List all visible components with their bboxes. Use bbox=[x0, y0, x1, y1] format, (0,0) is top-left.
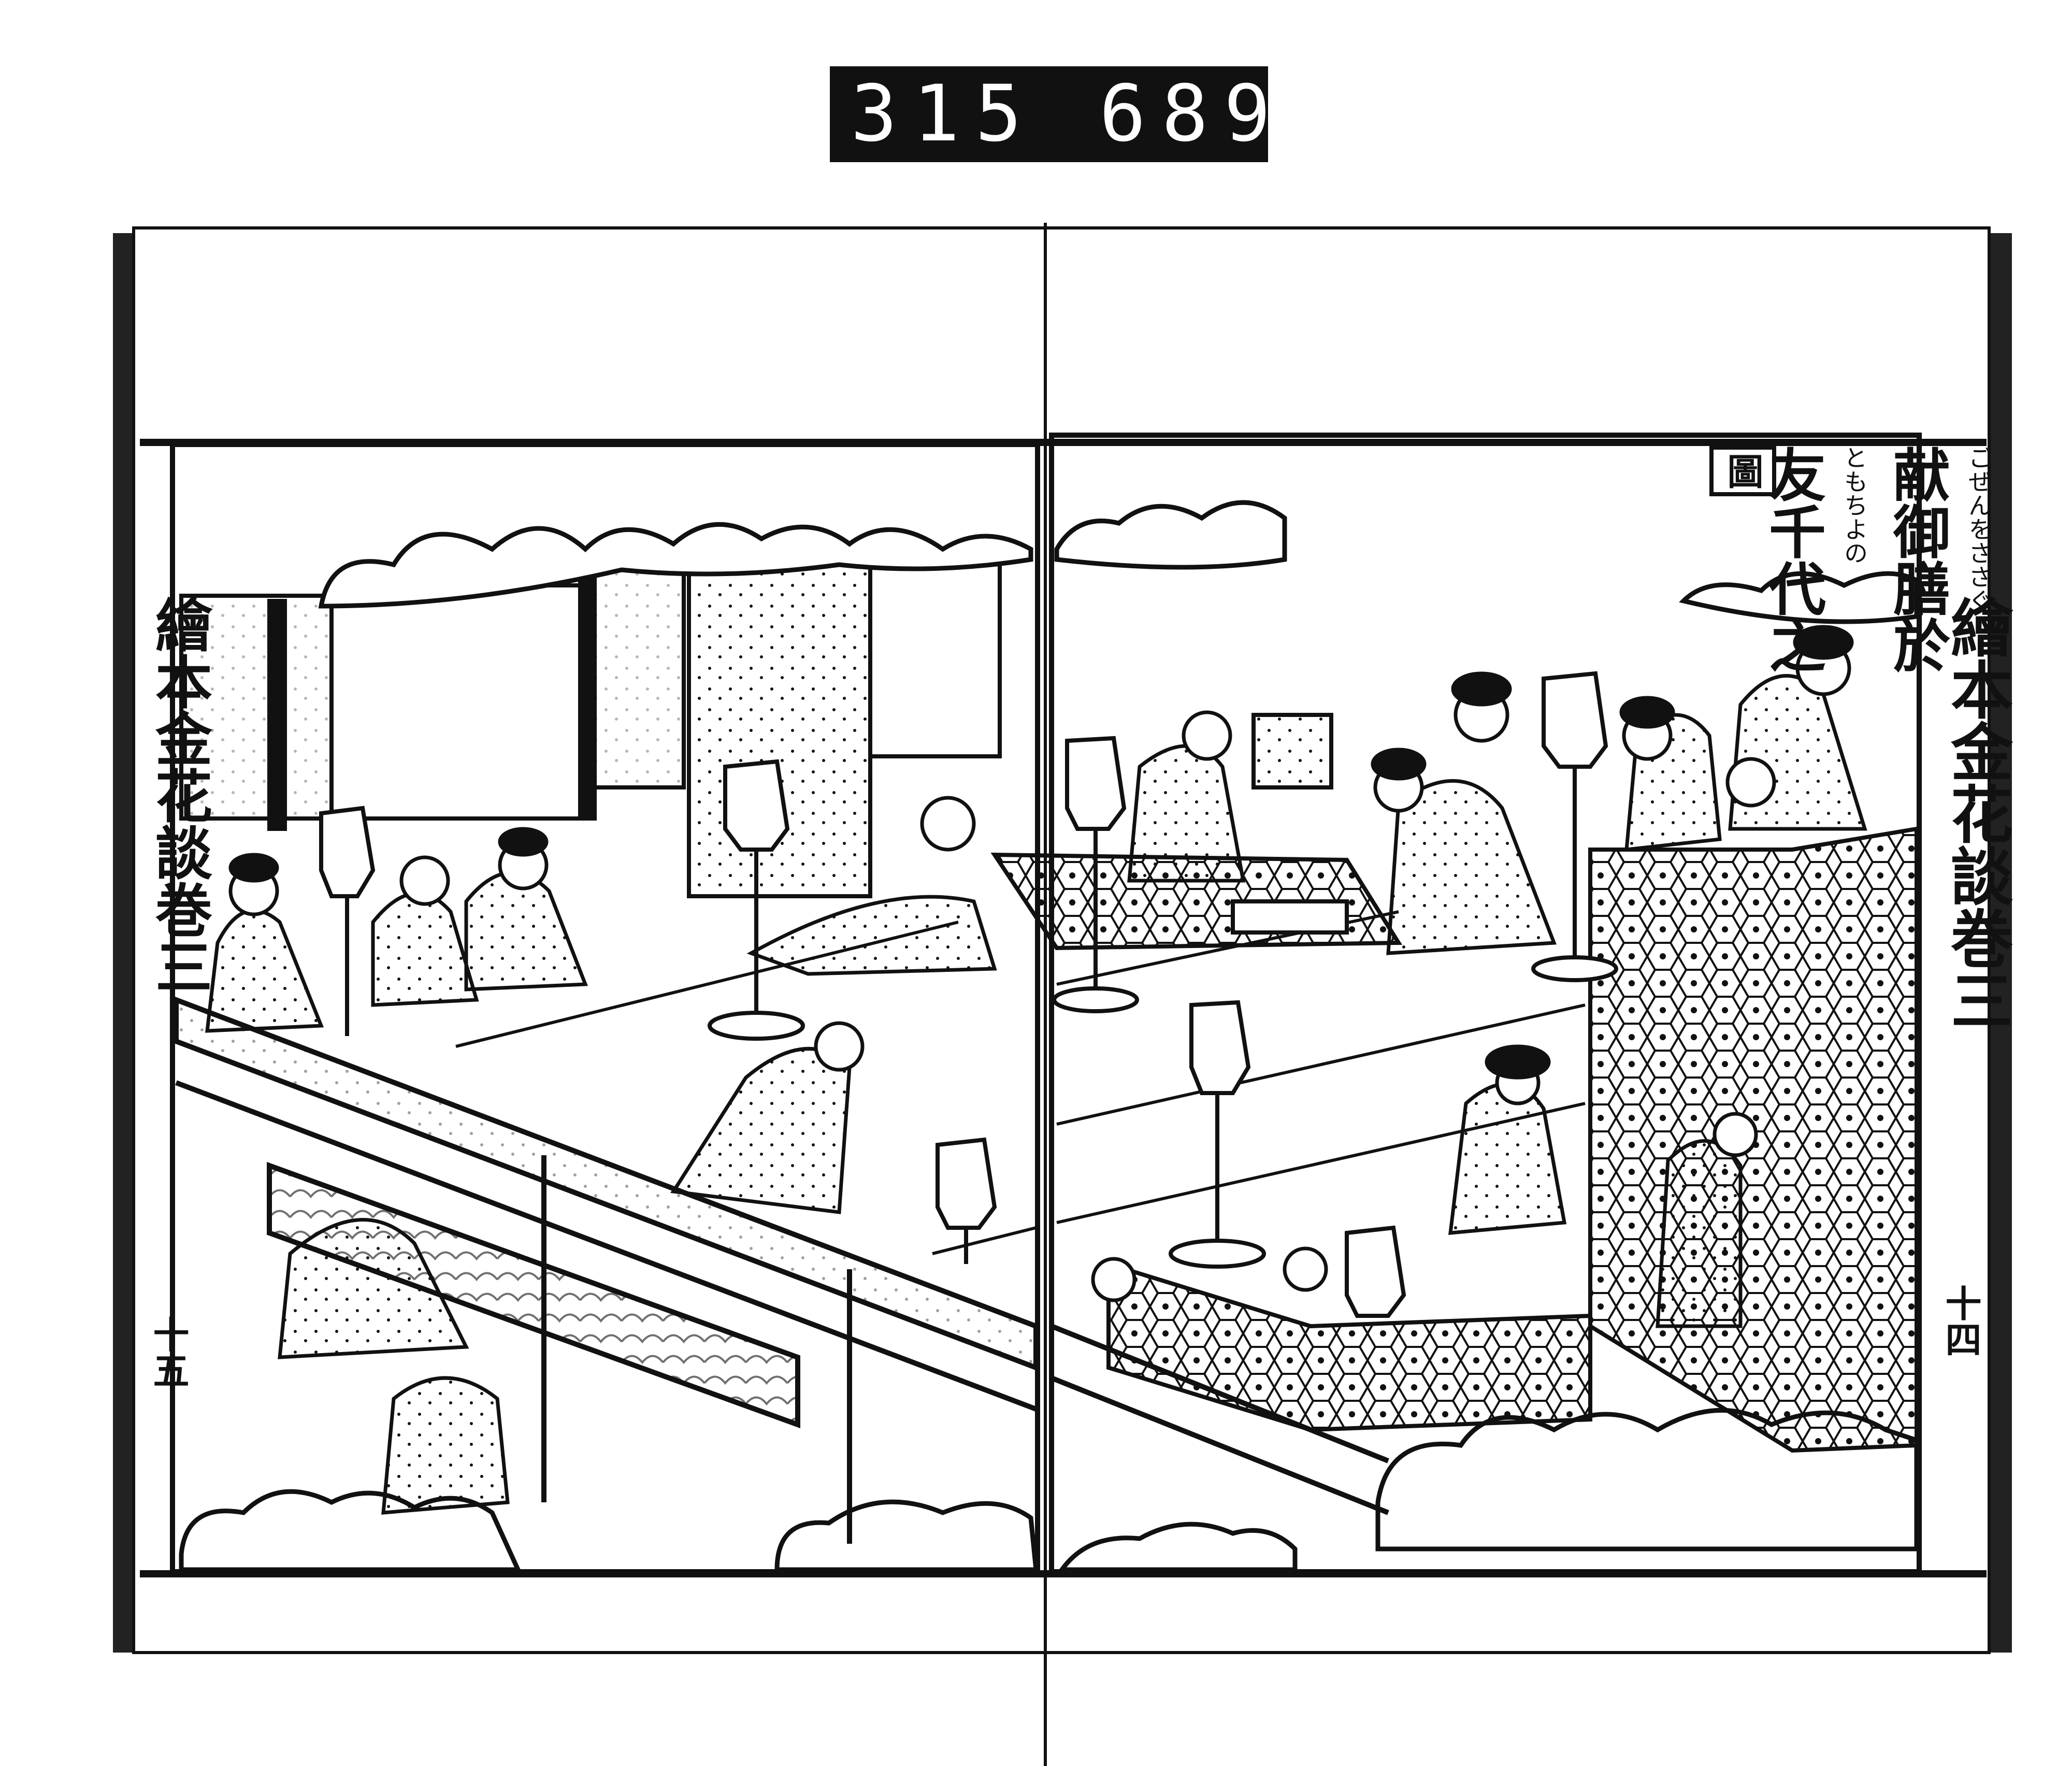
illustration-caption: ごぜんをささぐ 献御膳於 ともちよの 友千代之 bbox=[1759, 446, 2010, 673]
left-margin-title: 繪本金花談巻三 bbox=[146, 596, 212, 995]
illustration-frame bbox=[140, 433, 1987, 1577]
caption-line-1: 献御膳於 bbox=[1883, 446, 1950, 673]
lanterns bbox=[319, 671, 1618, 1318]
archive-label: 315 689. bbox=[830, 66, 1333, 162]
book-binding bbox=[113, 223, 2012, 1766]
caption-zu-box: 圖 bbox=[1709, 446, 1776, 496]
archive-number-left: 315 bbox=[851, 69, 1038, 159]
left-page-number: 十五 bbox=[147, 1316, 190, 1388]
right-page-number: 十四 bbox=[1939, 1285, 1982, 1357]
caption-line-2: 友千代之 bbox=[1759, 446, 1826, 673]
caption-ruby-2: ともちよの bbox=[1840, 446, 1868, 565]
figures bbox=[205, 625, 1867, 1515]
right-margin-title: 繪本金花談巻三 bbox=[1940, 596, 2013, 1031]
folding-screens-left bbox=[179, 542, 1002, 898]
caption-ruby-1: ごぜんをささぐ bbox=[1965, 446, 1993, 612]
archive-number-right: 689. bbox=[1099, 69, 1349, 159]
